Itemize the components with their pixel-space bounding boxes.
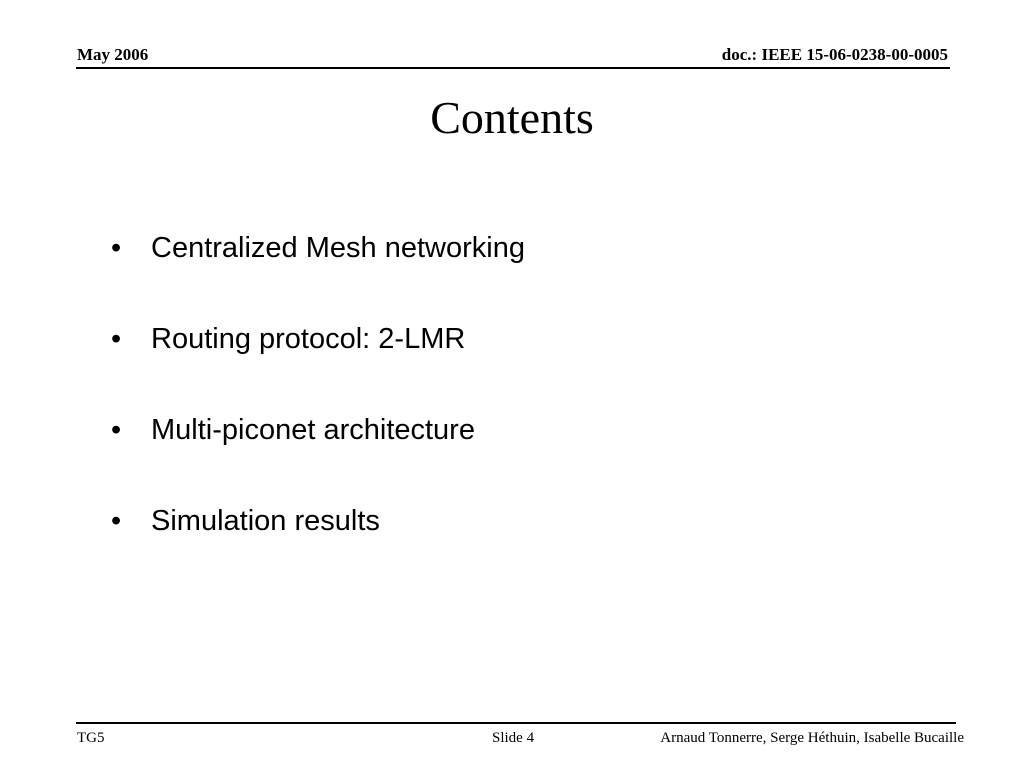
slide-title: Contents	[430, 92, 594, 143]
bullet-item: • Centralized Mesh networking	[111, 226, 525, 317]
bullet-marker: •	[111, 232, 122, 264]
footer-group: TG5	[77, 730, 105, 746]
bullet-item: • Routing protocol: 2-LMR	[111, 317, 525, 408]
bullet-text-multi-piconet: Multi-piconet architecture	[151, 414, 475, 446]
bullet-marker: •	[111, 323, 122, 355]
bullet-text-simulation-results: Simulation results	[151, 505, 380, 537]
bullet-text-routing-protocol: Routing protocol: 2-LMR	[151, 323, 466, 355]
header-date: May 2006	[77, 45, 149, 64]
header-doc-id: doc.: IEEE 15-06-0238-00-0005	[721, 45, 948, 64]
bullet-item: • Simulation results	[111, 499, 525, 590]
bullet-marker: •	[111, 505, 122, 537]
bullet-text-centralized-mesh: Centralized Mesh networking	[151, 232, 525, 264]
header-divider	[76, 67, 950, 69]
footer-divider	[76, 722, 956, 724]
bullet-item: • Multi-piconet architecture	[111, 408, 525, 499]
footer-authors: Arnaud Tonnerre, Serge Héthuin, Isabelle…	[660, 730, 964, 746]
footer-slide-number: Slide 4	[492, 730, 535, 746]
bullet-list: • Centralized Mesh networking • Routing …	[111, 226, 525, 590]
bullet-marker: •	[111, 414, 122, 446]
